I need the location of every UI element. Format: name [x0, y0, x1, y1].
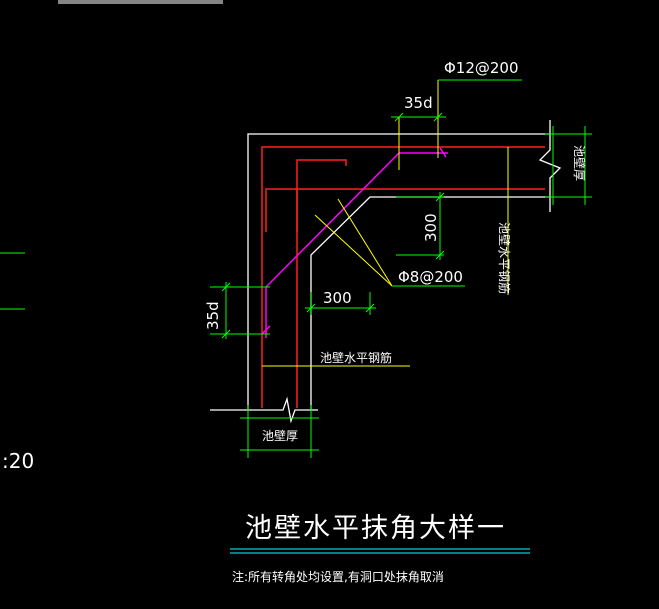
horizontal-rebar-label-vertical: 池壁水平钢筋: [497, 222, 512, 294]
dim-300-vertical: 300: [422, 213, 440, 242]
wall-thickness-dimensions: [240, 126, 592, 458]
drawing-note: 注:所有转角处均设置,有洞口处抹角取消: [232, 569, 444, 584]
rebar-label-phi12: Φ12@200: [444, 59, 519, 77]
drawing-title: 池壁水平抹角大样一: [245, 513, 506, 544]
dim-300-horizontal: 300: [323, 289, 352, 307]
title-underline: [230, 548, 530, 554]
cropped-header-text: [58, 0, 223, 4]
wall-thickness-label-bottom: 池壁厚: [262, 428, 298, 443]
dimension-lines: [210, 79, 522, 339]
scale-fragment: :20: [2, 449, 34, 473]
wall-outline: [210, 120, 562, 424]
rebar-label-phi8: Φ8@200: [398, 268, 463, 286]
dim-35d-top: 35d: [404, 94, 433, 112]
main-rebars: [261, 146, 545, 408]
wall-thickness-label-right: 池壁厚: [572, 145, 587, 181]
left-margin-lines: [0, 252, 25, 310]
dim-35d-left: 35d: [204, 301, 222, 330]
leader-lines: [262, 80, 509, 367]
horizontal-rebar-label: 池壁水平钢筋: [320, 350, 392, 365]
chamfer-rebar: [261, 147, 448, 338]
